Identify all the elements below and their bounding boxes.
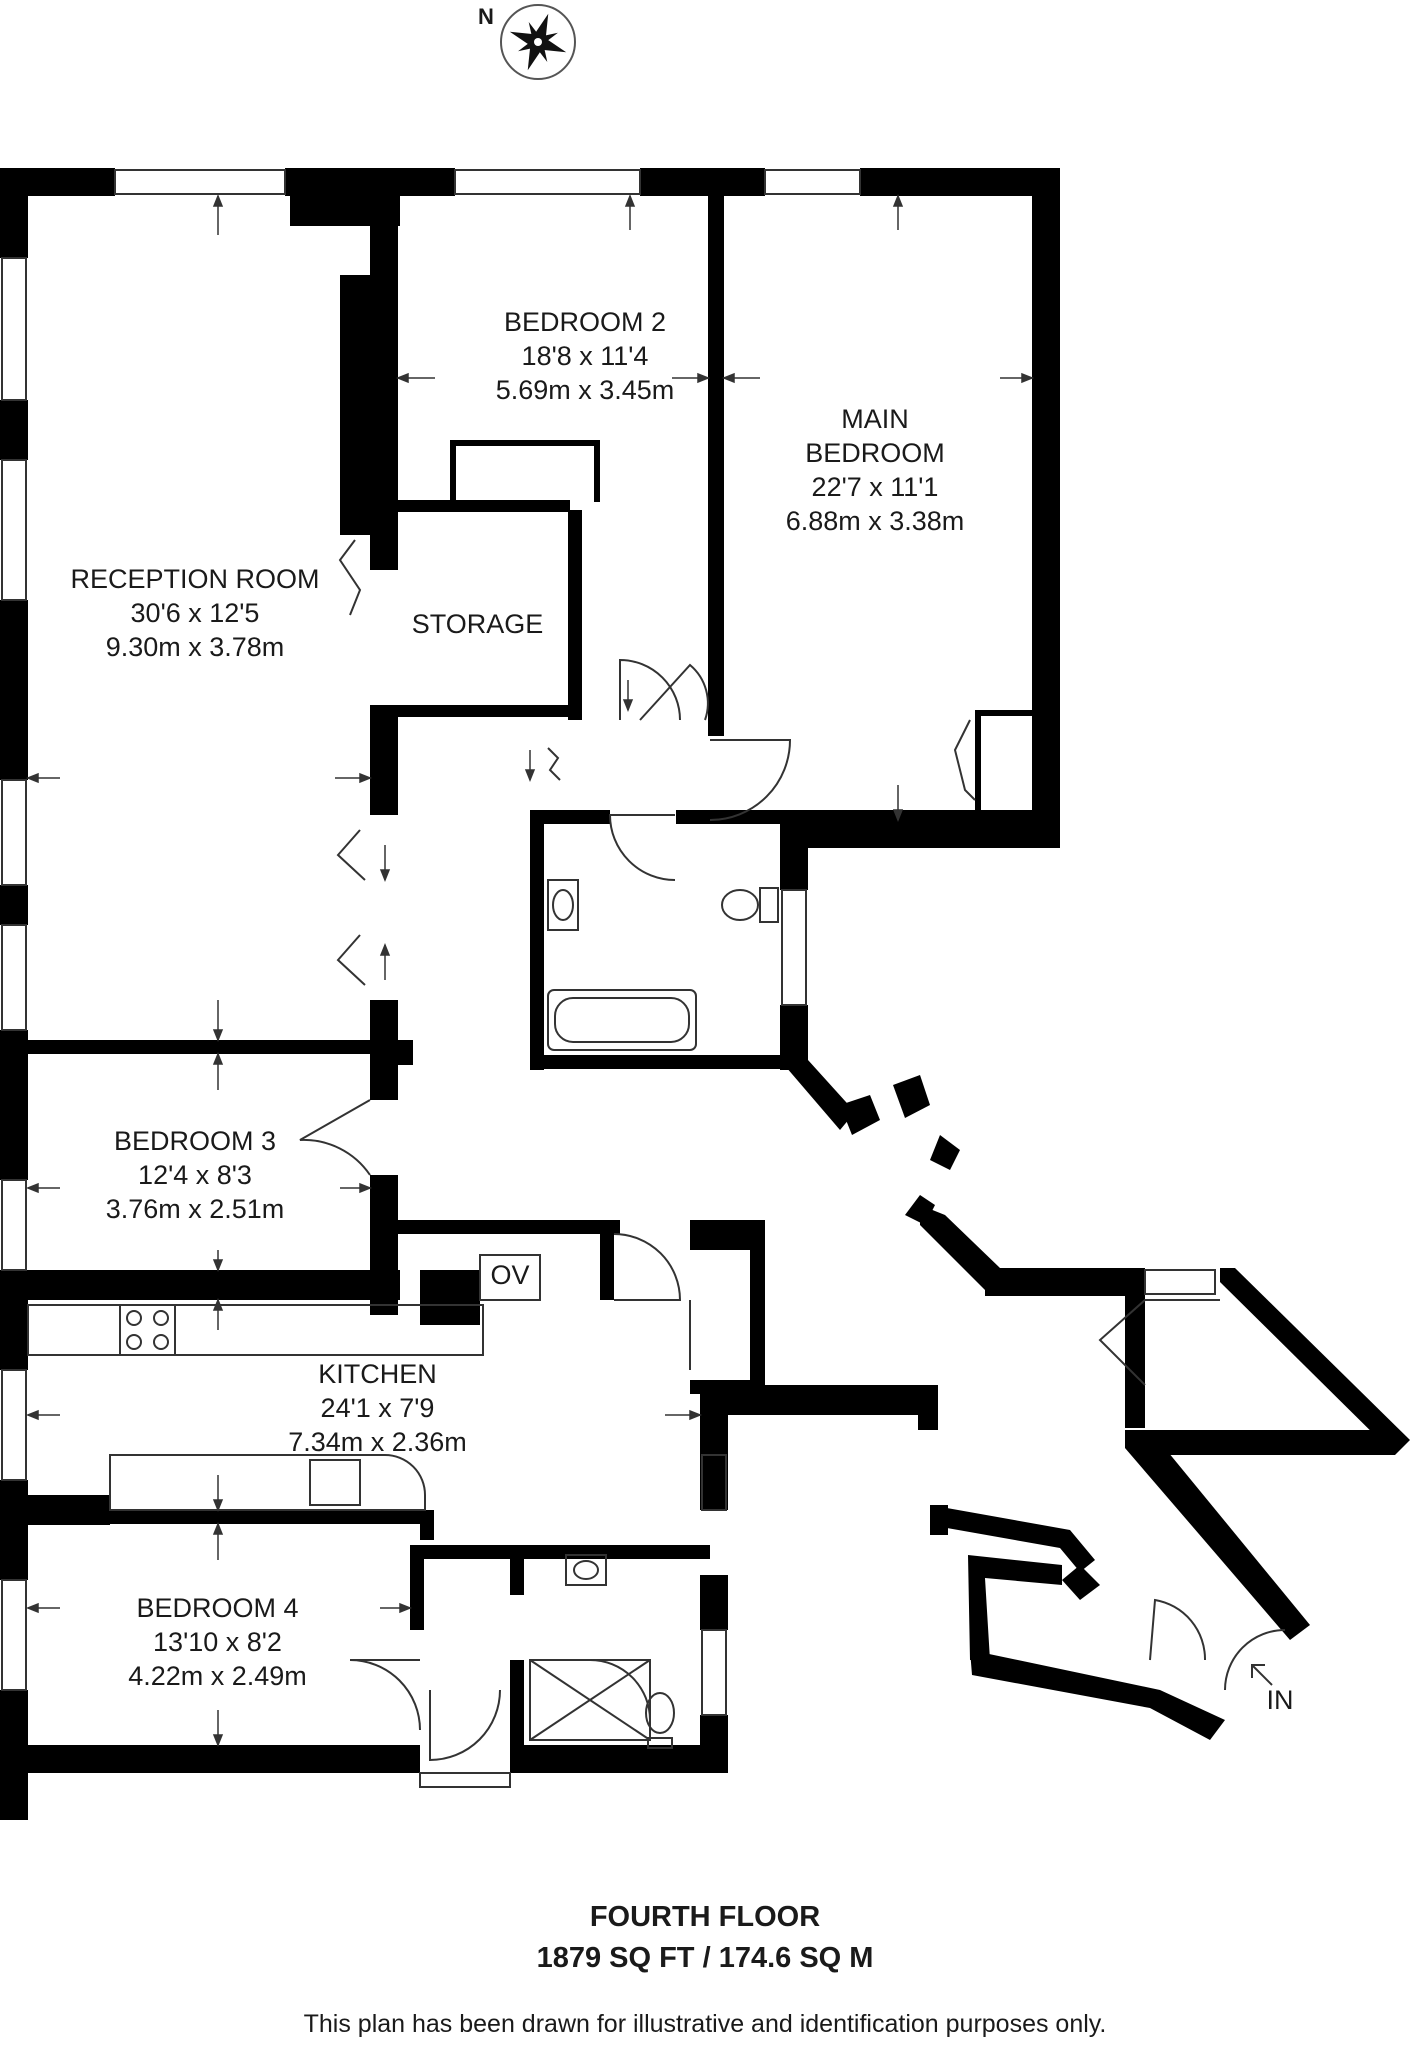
basin-icon bbox=[565, 1554, 607, 1586]
room-dim-imperial: 30'6 x 12'5 bbox=[130, 598, 260, 628]
room-label-kitchen: KITCHEN 24'1 x 7'9 7.34m x 2.36m bbox=[245, 1357, 510, 1459]
windows bbox=[1, 169, 1216, 1788]
room-name-line1: MAIN bbox=[841, 404, 909, 434]
room-name: BEDROOM 4 bbox=[136, 1593, 299, 1623]
floor-name: FOURTH FLOOR bbox=[589, 1901, 821, 1933]
room-dim-imperial: 18'8 x 11'4 bbox=[521, 341, 649, 371]
toilet-icon bbox=[645, 1692, 675, 1734]
toilet-icon bbox=[721, 889, 759, 921]
kitchen-counter bbox=[109, 1454, 426, 1511]
room-dim-imperial: 24'1 x 7'9 bbox=[320, 1393, 435, 1423]
room-name: RECEPTION ROOM bbox=[70, 564, 320, 594]
room-dim-metric: 7.34m x 2.36m bbox=[288, 1427, 467, 1457]
dimension-arrows bbox=[25, 193, 1035, 1748]
room-label-reception-room: RECEPTION ROOM 30'6 x 12'5 9.30m x 3.78m bbox=[55, 562, 335, 664]
room-dim-metric: 4.22m x 2.49m bbox=[128, 1661, 307, 1691]
hob-icon bbox=[119, 1304, 176, 1356]
doors bbox=[299, 539, 1286, 1762]
compass-north-label: N bbox=[478, 4, 494, 29]
room-name: BEDROOM 3 bbox=[113, 1126, 277, 1156]
room-label-main-bedroom: MAIN BEDROOM 22'7 x 11'1 6.88m x 3.38m bbox=[745, 402, 1005, 538]
room-name-line2: BEDROOM bbox=[805, 438, 945, 468]
room-name: BEDROOM 2 bbox=[503, 307, 667, 337]
walls bbox=[0, 168, 1060, 1820]
bathtub-icon bbox=[547, 989, 697, 1051]
room-dim-imperial: 12'4 x 8'3 bbox=[138, 1160, 252, 1190]
room-name: STORAGE bbox=[411, 609, 544, 639]
floor-area: 1879 SQ FT / 174.6 SQ M bbox=[536, 1942, 874, 1974]
room-dim-metric: 5.69m x 3.45m bbox=[495, 375, 675, 405]
disclaimer: This plan has been drawn for illustrativ… bbox=[303, 2010, 1107, 2038]
room-label-bedroom-3: BEDROOM 3 12'4 x 8'3 3.76m x 2.51m bbox=[80, 1124, 310, 1226]
fixtures bbox=[27, 879, 779, 1749]
room-dim-imperial: 22'7 x 11'1 bbox=[811, 472, 939, 502]
oven-box bbox=[479, 1254, 541, 1301]
compass-rose-icon bbox=[500, 4, 576, 80]
oven-label: OV bbox=[490, 1260, 530, 1290]
room-dim-metric: 6.88m x 3.38m bbox=[785, 506, 965, 536]
entrance-label: IN bbox=[1266, 1685, 1294, 1715]
room-dim-metric: 3.76m x 2.51m bbox=[105, 1194, 285, 1224]
angled-walls bbox=[780, 1060, 1410, 1740]
sink-icon bbox=[547, 879, 579, 931]
room-label-bedroom-2: BEDROOM 2 18'8 x 11'4 5.69m x 3.45m bbox=[455, 305, 715, 407]
room-dim-imperial: 13'10 x 8'2 bbox=[153, 1627, 282, 1657]
entrance-arrow-icon bbox=[1251, 1664, 1273, 1686]
room-dim-metric: 9.30m x 3.78m bbox=[105, 632, 285, 662]
room-label-bedroom-4: BEDROOM 4 13'10 x 8'2 4.22m x 2.49m bbox=[95, 1591, 340, 1693]
worktop bbox=[27, 1304, 484, 1356]
kitchen-sink-icon bbox=[309, 1459, 361, 1506]
room-name: KITCHEN bbox=[318, 1359, 437, 1389]
room-label-storage: STORAGE bbox=[400, 607, 555, 641]
